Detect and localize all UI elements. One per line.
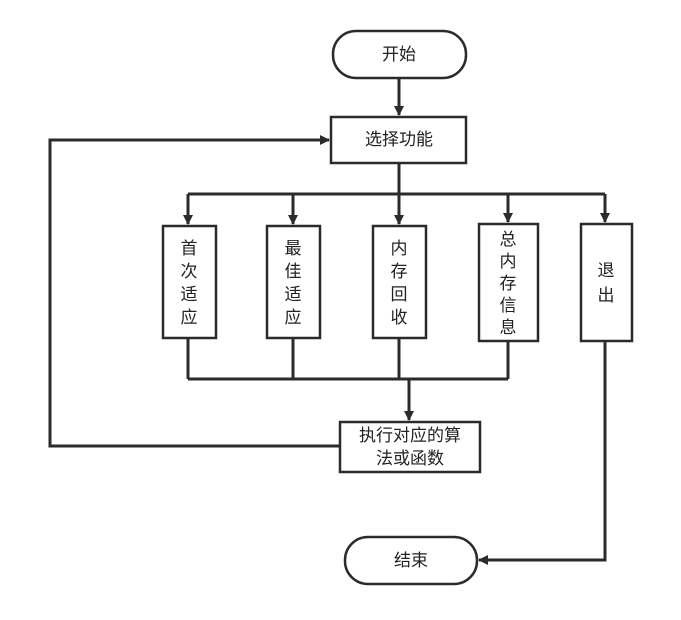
best-fit-char-1: 最 xyxy=(285,239,302,259)
exit-char-2: 出 xyxy=(598,286,615,306)
exit-char-1: 退 xyxy=(598,261,615,281)
end-label: 结束 xyxy=(394,551,428,571)
select-function-label: 选择功能 xyxy=(365,130,433,150)
total-info-char-2: 内 xyxy=(500,252,517,272)
start-label: 开始 xyxy=(382,45,416,65)
recycle-char-1: 内 xyxy=(391,239,408,259)
total-memory-info-node: 总 内 存 信 息 xyxy=(477,222,540,343)
recycle-char-2: 存 xyxy=(391,262,408,282)
arrow-exit-to-end xyxy=(478,341,607,565)
total-info-char-3: 存 xyxy=(500,274,517,294)
first-fit-char-1: 首 xyxy=(181,239,198,259)
best-fit-char-2: 佳 xyxy=(285,262,302,282)
total-info-char-4: 信 xyxy=(500,296,517,316)
best-fit-char-3: 适 xyxy=(285,285,302,305)
memory-recycle-node: 内 存 回 收 xyxy=(371,224,428,340)
execute-label-line-2: 法或函数 xyxy=(376,449,444,469)
best-fit-node: 最 佳 适 应 xyxy=(265,224,322,340)
first-fit-char-2: 次 xyxy=(181,262,198,282)
connectors xyxy=(48,78,610,565)
select-function-node: 选择功能 xyxy=(329,115,468,165)
recycle-char-4: 收 xyxy=(391,308,408,328)
start-node: 开始 xyxy=(331,29,468,80)
exit-node: 退 出 xyxy=(579,222,634,343)
total-info-char-5: 息 xyxy=(500,318,517,338)
recycle-char-3: 回 xyxy=(391,285,408,305)
loop-back-arrow xyxy=(48,135,340,448)
first-fit-char-4: 应 xyxy=(181,308,198,328)
execute-node: 执行对应的算 法或函数 xyxy=(338,420,482,474)
end-node: 结束 xyxy=(343,535,479,586)
execute-label-line-1: 执行对应的算 xyxy=(359,426,461,446)
best-fit-char-4: 应 xyxy=(285,308,302,328)
total-info-char-1: 总 xyxy=(500,230,517,250)
first-fit-char-3: 适 xyxy=(181,285,198,305)
first-fit-node: 首 次 适 应 xyxy=(161,224,218,340)
